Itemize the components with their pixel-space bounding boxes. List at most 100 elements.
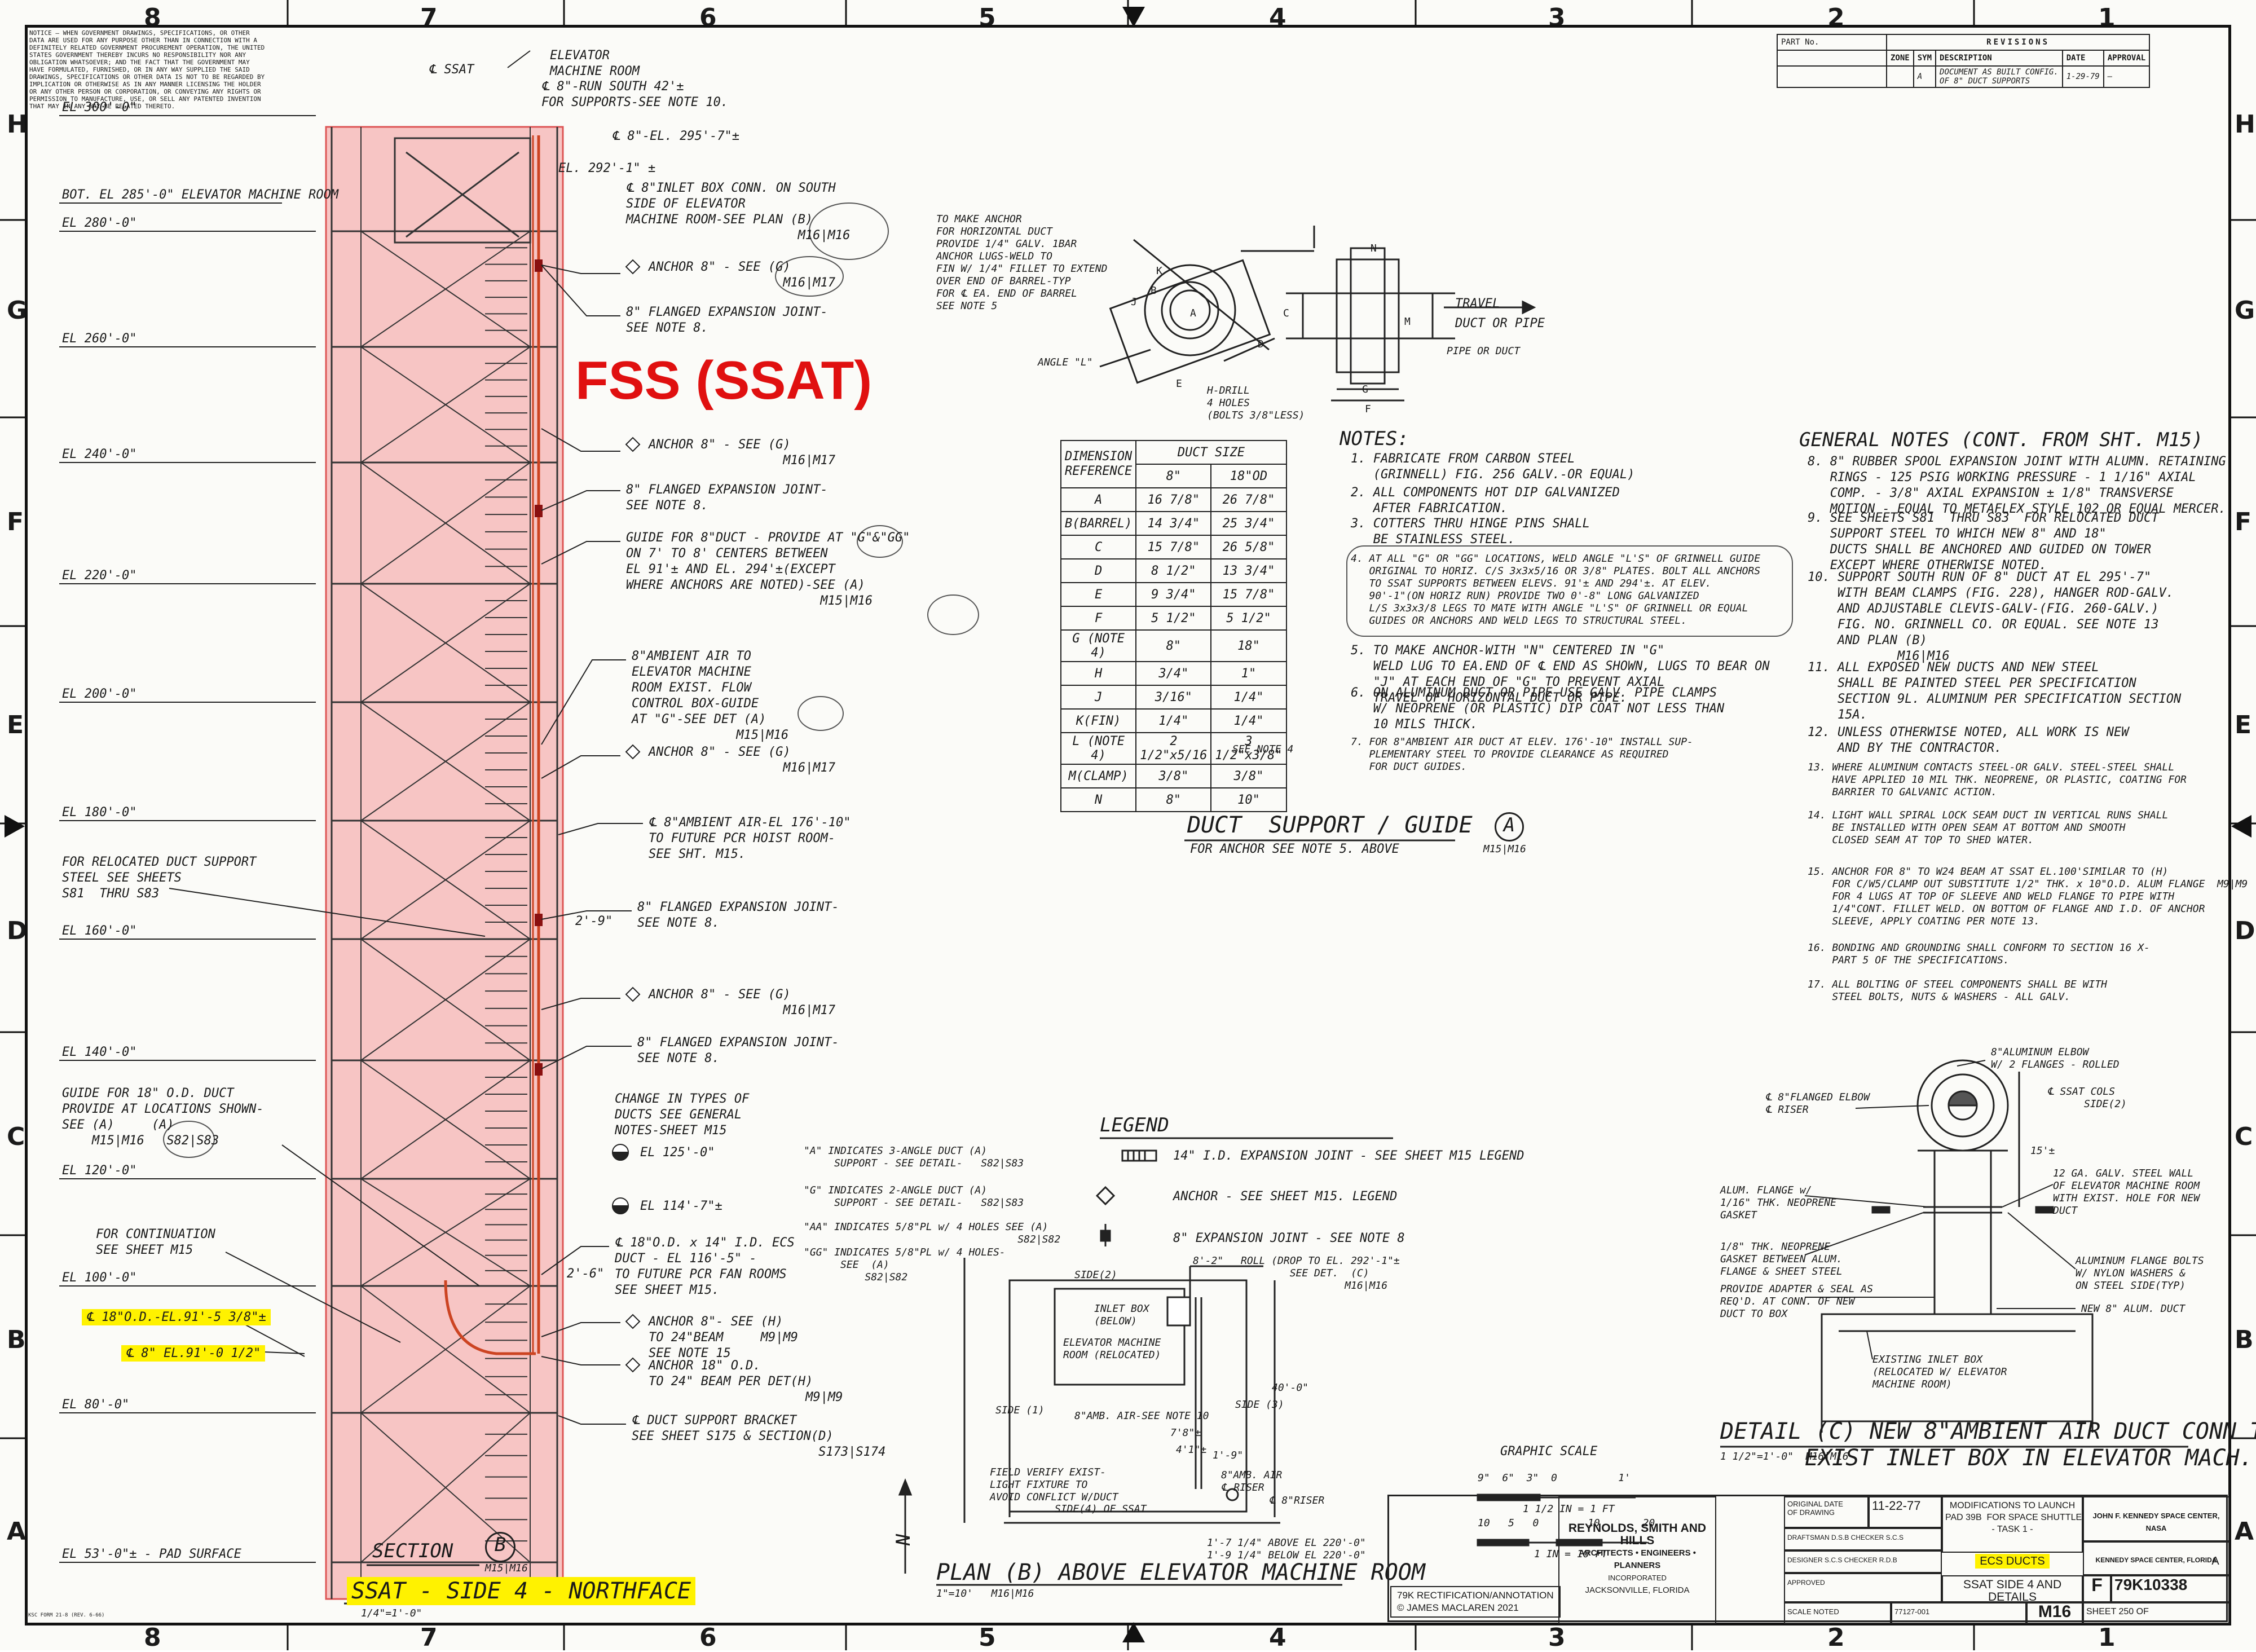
general-note-item: 11. ALL EXPOSED NEW DUCTS AND NEW STEEL … bbox=[1808, 660, 2182, 722]
revision-cell: DOCUMENT AS BUILT CONFIG. OF 8" DUCT SUP… bbox=[1935, 65, 2063, 88]
dim-table-cell: H bbox=[1060, 661, 1137, 686]
tower-callout: ANCHOR 18" O.D. TO 24" BEAM PER DET(H) M… bbox=[649, 1359, 843, 1404]
elevation-label: EL 220'-0" bbox=[62, 569, 137, 583]
dim-table-cell: 8 1/2" bbox=[1135, 558, 1212, 583]
revision-col-blank bbox=[1777, 50, 1887, 67]
dim-table-cell: G (NOTE 4) bbox=[1060, 629, 1137, 662]
relocated-steel-note: FOR RELOCATED DUCT SUPPORT STEEL SEE SHE… bbox=[62, 855, 257, 901]
general-note-item: 17. ALL BOLTING OF STEEL COMPONENTS SHAL… bbox=[1808, 979, 2108, 1003]
general-note-item: 8. 8" RUBBER SPOOL EXPANSION JOINT WITH … bbox=[1808, 455, 2226, 516]
tower-callout: ℄ 18"O.D. x 14" I.D. ECS DUCT - EL 116'-… bbox=[615, 1236, 795, 1297]
legend-definition: "GG" INDICATES 5/8"PL w/ 4 HOLES- SEE (A… bbox=[804, 1246, 1006, 1283]
tower-brace bbox=[445, 642, 531, 703]
elevation-label: EL 120'-0" bbox=[62, 1164, 137, 1178]
note-item: 6. ON ALUMINUM DUCT OR PIPE USE GALV. PI… bbox=[1351, 686, 1725, 732]
tower-brace bbox=[360, 879, 446, 940]
tower-brace bbox=[360, 1060, 446, 1120]
plan-b-label: 7'8"± bbox=[1170, 1427, 1201, 1439]
detail-c-label: 12 GA. GALV. STEEL WALL OF ELEVATOR MACH… bbox=[2053, 1168, 2200, 1217]
tower-callout: ℄ 8"-RUN SOUTH 42'± FOR SUPPORTS-SEE NOT… bbox=[541, 80, 729, 109]
agency-name: JOHN F. KENNEDY SPACE CENTER, NASA bbox=[2083, 1496, 2229, 1541]
duct-dimension-letter: E bbox=[1176, 378, 1182, 390]
tower-callout: 8" FLANGED EXPANSION JOINT- SEE NOTE 8. bbox=[626, 305, 828, 335]
highlight-8-elevation: ℄ 8" EL.91'-0 1/2" bbox=[121, 1345, 266, 1362]
revision-col-header: DESCRIPTION bbox=[1935, 50, 2063, 67]
h-drill-label: H-DRILL 4 HOLES (BOLTS 3/8"LESS) bbox=[1207, 385, 1305, 421]
elevation-label: EL 280'-0" bbox=[62, 216, 137, 230]
legend-symbol-text: 8" EXPANSION JOINT - SEE NOTE 8 bbox=[1173, 1231, 1405, 1245]
plan-b-label: SIDE (3) bbox=[1235, 1399, 1284, 1411]
highlight-8-elevation-text: ℄ 8" EL.91'-0 1/2" bbox=[121, 1345, 266, 1362]
duct-support-title: DUCT SUPPORT / GUIDE bbox=[1187, 812, 1473, 838]
tower-brace bbox=[445, 999, 531, 1061]
zone-row-right: E bbox=[2235, 711, 2252, 739]
legend-definition: "G" INDICATES 2-ANGLE DUCT (A) SUPPORT -… bbox=[804, 1184, 1024, 1209]
drawing-frame bbox=[25, 25, 2231, 1625]
sheet-code: M16 bbox=[2026, 1602, 2083, 1624]
tower-brace bbox=[445, 1412, 531, 1488]
plan-b-label: 1'-9" bbox=[1213, 1450, 1244, 1461]
zone-row-left: H bbox=[7, 110, 28, 139]
dim-table-cell: 18" bbox=[1210, 629, 1287, 662]
tower-brace bbox=[445, 404, 531, 463]
detail-c-label: ALUMINUM FLANGE BOLTS W/ NYLON WASHERS &… bbox=[2076, 1255, 2204, 1292]
tower-callout: 8"AMBIENT AIR TO ELEVATOR MACHINE ROOM E… bbox=[632, 649, 789, 742]
title-block: REYNOLDS, SMITH AND HILLS ARCHITECTS • E… bbox=[1387, 1495, 2229, 1624]
dim-table-header-size: DUCT SIZE bbox=[1135, 440, 1287, 465]
tower-brace bbox=[360, 583, 446, 644]
tower-brace bbox=[360, 231, 446, 290]
zone-row-right: G bbox=[2235, 296, 2255, 325]
zone-row-left: A bbox=[7, 1517, 27, 1546]
dim-table-cell: L (NOTE 4) bbox=[1060, 732, 1137, 765]
graphic-scale-top-ticks: 9" 6" 3" 0 1' bbox=[1478, 1472, 1631, 1484]
zone-row-right: B bbox=[2235, 1325, 2254, 1354]
dim-table-cell: 3/4" bbox=[1135, 661, 1212, 686]
dim-table-cell: 8" bbox=[1135, 629, 1212, 662]
note-item: 2. ALL COMPONENTS HOT DIP GALVANIZED AFT… bbox=[1351, 486, 1620, 516]
zone-row-right: H bbox=[2235, 110, 2255, 139]
dim-table-cell: 5 1/2" bbox=[1135, 606, 1212, 631]
dim-table-subheader: 18"OD bbox=[1210, 464, 1287, 488]
section-letter: B bbox=[485, 1532, 515, 1562]
dim-table-cell: 1/4" bbox=[1210, 708, 1287, 733]
plan-b-label: SIDE(4) OF SSAT bbox=[1055, 1503, 1147, 1515]
dim-table-header-ref: DIMENSION REFERENCE bbox=[1060, 440, 1137, 488]
tower-brace bbox=[360, 702, 446, 762]
agency-location: KENNEDY SPACE CENTER, FLORIDA bbox=[2083, 1541, 2229, 1575]
tower-callout: ANCHOR 8" - SEE (G) M16|M17 bbox=[649, 745, 836, 775]
general-note-item: 9. SEE SHEETS S81 THRU S83 FOR RELOCATED… bbox=[1808, 511, 2159, 572]
tower-callout: CHANGE IN TYPES OF DUCTS SEE GENERAL NOT… bbox=[615, 1092, 750, 1138]
detail-c-label: 15'± bbox=[2030, 1145, 2055, 1157]
anchor-detail-note: TO MAKE ANCHOR FOR HORIZONTAL DUCT PROVI… bbox=[936, 213, 1108, 312]
dim-table-subheader: 8" bbox=[1135, 464, 1212, 488]
zone-row-left: D bbox=[7, 917, 28, 945]
tower-brace bbox=[445, 1487, 531, 1563]
orig-date: 11-22-77 bbox=[1869, 1496, 1942, 1528]
approved: APPROVED bbox=[1784, 1573, 1942, 1602]
duct-dimension-letter: B bbox=[1151, 285, 1157, 297]
plan-b-label: SIDE (1) bbox=[995, 1404, 1045, 1416]
orig-date-label: ORIGINAL DATE OF DRAWING bbox=[1784, 1496, 1869, 1528]
tower-brace bbox=[360, 642, 446, 703]
tower-callout: 8" FLANGED EXPANSION JOINT- SEE NOTE 8. bbox=[637, 1036, 839, 1065]
revision-col-header: ZONE bbox=[1886, 50, 1914, 67]
zone-row-right: A bbox=[2235, 1517, 2254, 1546]
scale-label: SCALE NOTED bbox=[1784, 1602, 1891, 1624]
section-label: SECTION bbox=[372, 1540, 453, 1562]
tower-callout: EL 114'-7"± bbox=[640, 1199, 722, 1213]
duct-dimension-letter: M bbox=[1404, 316, 1411, 328]
general-notes-title: GENERAL NOTES (CONT. FROM SHT. M15) bbox=[1799, 429, 2204, 451]
tower-brace bbox=[445, 346, 531, 406]
tower-brace bbox=[445, 1060, 531, 1120]
sheet-title: SSAT SIDE 4 AND DETAILS bbox=[1942, 1575, 2083, 1603]
note-item: 1. FABRICATE FROM CARBON STEEL (GRINNELL… bbox=[1351, 452, 1635, 482]
dim-table-cell: 2 1/2"x5/16 bbox=[1135, 732, 1212, 765]
revision-cell-blank bbox=[1777, 65, 1887, 88]
dim-table-cell: N bbox=[1060, 787, 1137, 812]
tower-brace bbox=[445, 1285, 531, 1350]
tower-callout: ℄ SSAT bbox=[429, 63, 474, 77]
